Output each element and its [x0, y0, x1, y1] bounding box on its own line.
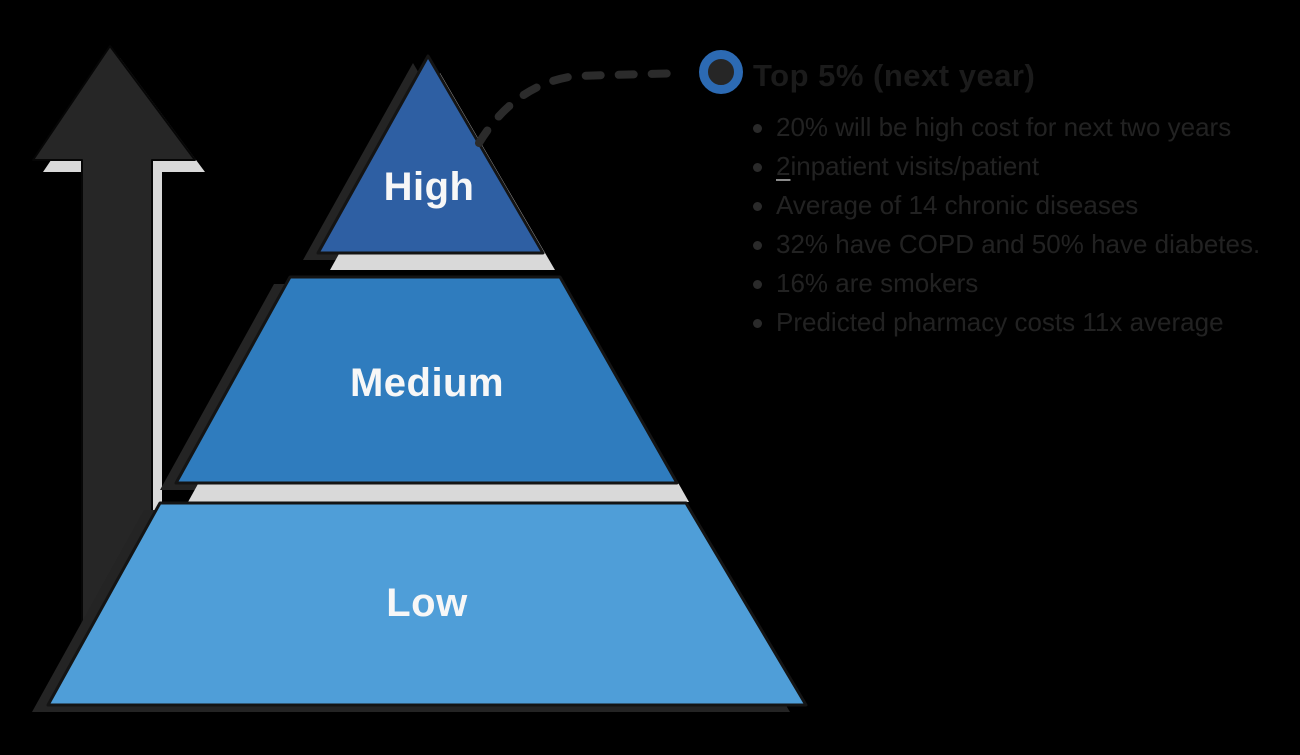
level-high-label: High	[384, 165, 475, 209]
bullet-item: Average of 14 chronic diseases	[753, 186, 1273, 225]
bullet-dot	[753, 280, 762, 289]
bullet-text: 16% are smokers	[776, 268, 979, 298]
bullet-dot	[753, 202, 762, 211]
callout-marker-ring	[699, 50, 743, 94]
callout-marker-center	[707, 58, 735, 86]
bullet-text: inpatient visits/patient	[790, 151, 1040, 181]
bullet-text-lead: 2	[776, 151, 791, 181]
bullet-dot	[753, 163, 762, 172]
bullet-item: Predicted pharmacy costs 11x average	[753, 303, 1273, 342]
level-high-shape	[316, 54, 545, 255]
callout-bullet-list: 20% will be high cost for next two years…	[753, 108, 1273, 342]
bullet-text: 20% will be high cost for next two years	[776, 112, 1232, 142]
callout-marker-icon	[699, 50, 743, 94]
callout-connector-line	[475, 69, 688, 147]
level-medium-shape	[174, 275, 679, 485]
pyramid-level-medium: Medium	[160, 275, 689, 502]
pyramid-level-low: Low	[32, 501, 808, 712]
bullet-text: Average of 14 chronic diseases	[776, 190, 1139, 220]
bullet-dot	[753, 241, 762, 250]
bullet-item: 32% have COPD and 50% have diabetes.	[753, 225, 1273, 264]
pyramid-level-high: High	[303, 54, 555, 270]
bullet-item: 16% are smokers	[753, 264, 1273, 303]
callout-title: Top 5% (next year)	[753, 58, 1036, 93]
bullet-item: 20% will be high cost for next two years	[753, 108, 1273, 147]
bullet-dot	[753, 319, 762, 328]
level-low-shape	[46, 501, 808, 707]
callout-panel: Top 5% (next year) 20% will be high cost…	[753, 58, 1273, 342]
bullet-text: Predicted pharmacy costs 11x average	[776, 307, 1224, 337]
bullet-text: 32% have COPD and 50% have diabetes.	[776, 229, 1261, 259]
bullet-dot	[753, 124, 762, 133]
level-medium-label: Medium	[350, 361, 504, 405]
level-low-label: Low	[386, 581, 468, 625]
bullet-item: 2 inpatient visits/patient	[753, 147, 1273, 186]
